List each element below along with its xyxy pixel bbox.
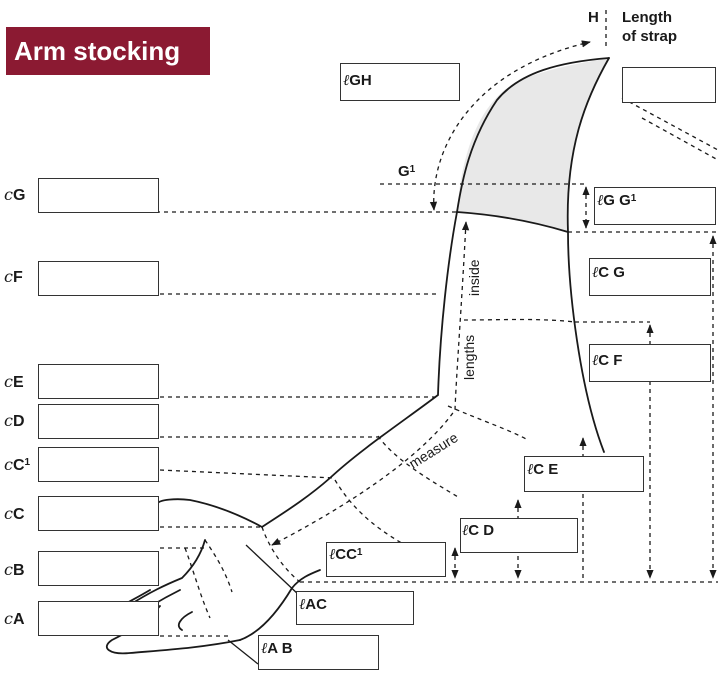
- length-input-gh[interactable]: [340, 63, 460, 101]
- length-input-cc1[interactable]: [326, 542, 446, 577]
- length-label: ℓCC1: [329, 545, 363, 564]
- length-label: ℓGH: [343, 71, 372, 90]
- length-input-ab[interactable]: [258, 635, 379, 670]
- length-input-ce[interactable]: [524, 456, 644, 492]
- strap-length-label: Length of strap: [622, 9, 678, 45]
- circumference-label: cC: [4, 504, 25, 524]
- length-label: ℓAC: [299, 595, 327, 614]
- length-input-ac[interactable]: [296, 591, 414, 625]
- circumference-label: cD: [4, 411, 25, 431]
- circumference-input-f[interactable]: [38, 261, 159, 296]
- length-label: ℓC G: [592, 263, 625, 282]
- circumference-label: cA: [4, 609, 25, 629]
- circumference-label: cF: [4, 267, 23, 287]
- length-label: ℓC E: [527, 460, 559, 479]
- length-input-cd[interactable]: [460, 518, 578, 553]
- circumference-label: cE: [4, 372, 24, 392]
- point-h-label: H: [588, 9, 599, 26]
- title-banner: Arm stocking: [6, 27, 210, 75]
- circumference-input-e[interactable]: [38, 364, 159, 399]
- circumference-input-a[interactable]: [38, 601, 159, 636]
- circumference-input-g[interactable]: [38, 178, 159, 213]
- circumference-label: cB: [4, 560, 25, 580]
- length-input-cf[interactable]: [589, 344, 711, 382]
- circumference-label: cC1: [4, 455, 31, 475]
- circumference-input-c[interactable]: [38, 496, 159, 531]
- circumference-input-b[interactable]: [38, 551, 159, 586]
- inside-annotation: inside: [466, 259, 482, 296]
- circumference-input-c1[interactable]: [38, 447, 159, 482]
- length-input-cg[interactable]: [589, 258, 711, 296]
- length-input-gg1[interactable]: [594, 187, 716, 225]
- length-label: ℓC F: [592, 351, 623, 370]
- solid-leaders: [227, 544, 301, 665]
- strap-length-input[interactable]: [622, 67, 716, 103]
- circumference-label: cG: [4, 185, 26, 205]
- length-label: ℓC D: [462, 521, 495, 540]
- length-label: ℓG G1: [597, 191, 637, 210]
- circumference-input-d[interactable]: [38, 404, 159, 439]
- lengths-annotation: lengths: [461, 334, 477, 380]
- length-label: ℓA B: [261, 639, 293, 658]
- point-g1-label: G1: [398, 163, 416, 180]
